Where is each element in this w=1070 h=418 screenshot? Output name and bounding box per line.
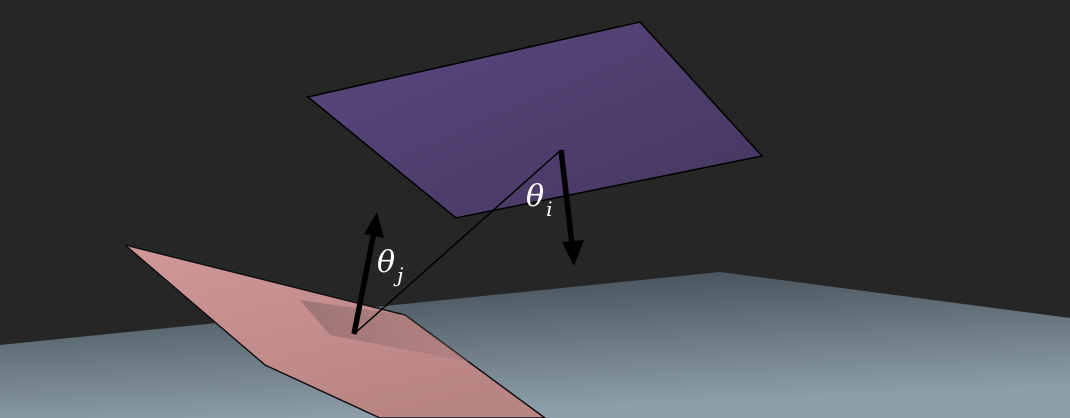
theta-j-subscript: j [393,263,403,287]
theta-j-symbol: θ [377,245,395,280]
upper-patch [306,21,764,219]
theta-i-subscript: i [546,197,552,221]
theta-i-symbol: θ [526,179,544,214]
lower-patch-shadow [300,300,470,362]
floor-plane [0,272,1070,418]
normal-arrow-lower [351,212,384,335]
connecting-ray [353,149,562,335]
normal-arrow-upper [558,149,584,266]
